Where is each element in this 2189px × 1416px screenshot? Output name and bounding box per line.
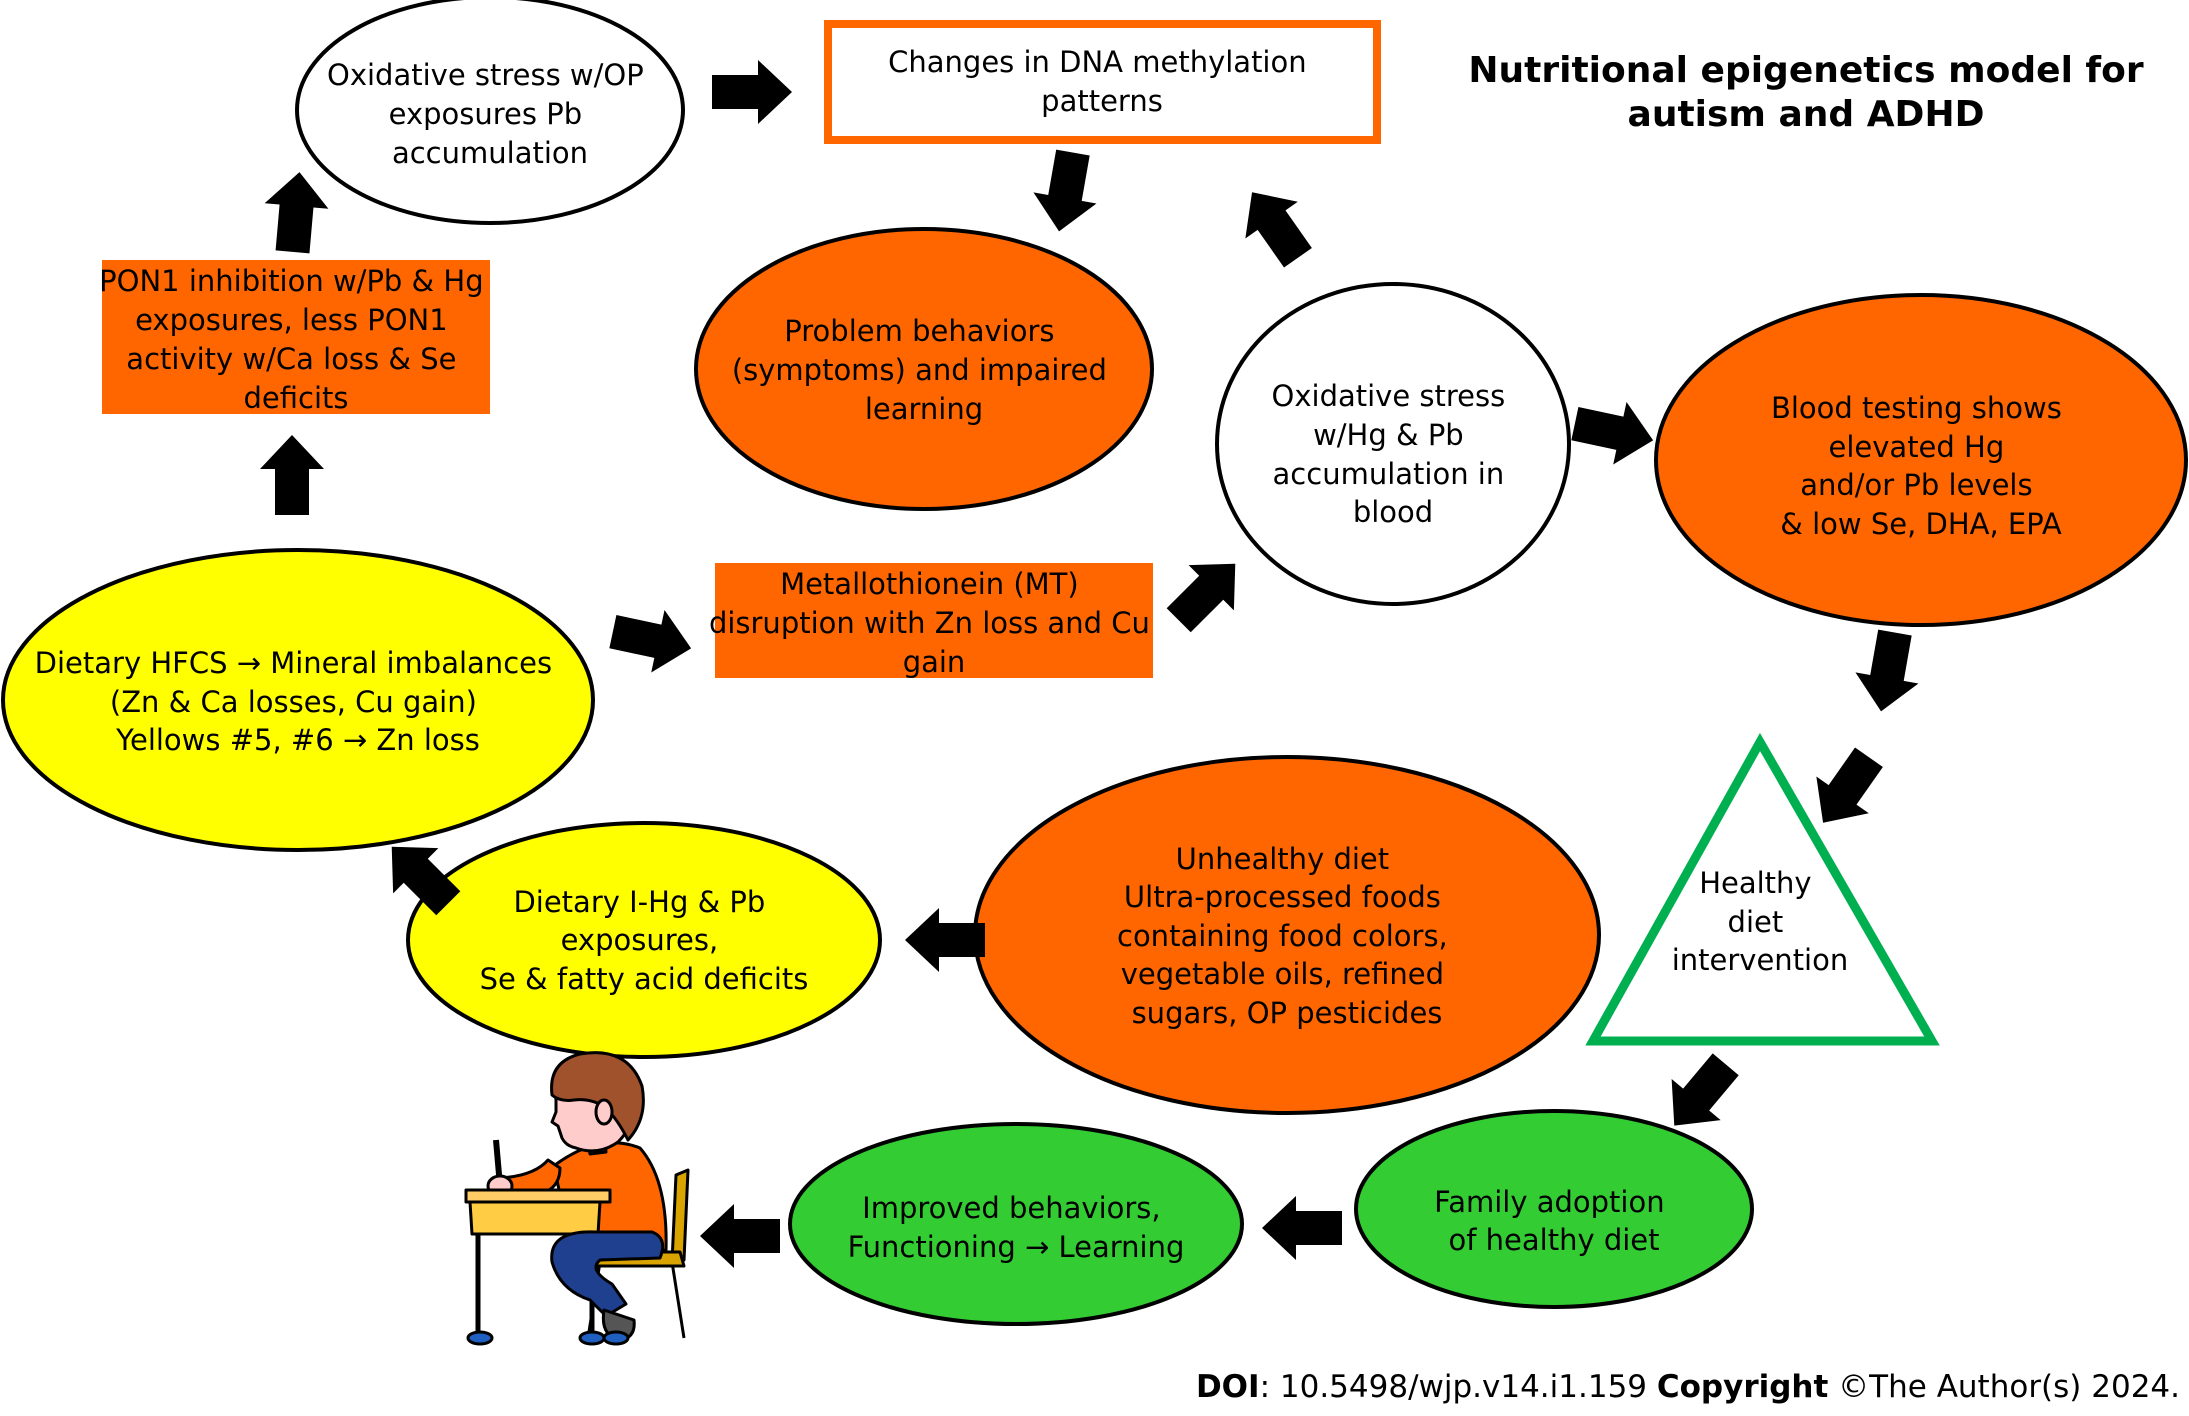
chair-leg-back xyxy=(670,1261,686,1339)
title-line-2: autism and ADHD xyxy=(1628,94,1985,135)
copyright-label: Copyright xyxy=(1657,1369,1829,1405)
doi-copyright-footer: DOI: 10.5498/wjp.v14.i1.159 Copyright ©T… xyxy=(1196,1369,2180,1405)
ellipse-blood-testing xyxy=(1654,293,2188,627)
ellipse-oxidative-op xyxy=(295,0,685,225)
node-oxidative-op: Oxidative stress w/OP exposures Pb accum… xyxy=(295,0,685,225)
ellipse-problem-behaviors xyxy=(694,227,1154,511)
text-improved-behaviors: Improved behaviors, Functioning → Learni… xyxy=(848,1191,1185,1264)
text-oxidative-blood: Oxidative stress w/Hg & Pb accumulation … xyxy=(1272,379,1515,529)
text-metallothionein: Metallothionein (MT) disruption with Zn … xyxy=(709,567,1159,679)
arrow-unhealthy-to-ihg xyxy=(905,908,985,972)
node-dietary-ihg: Dietary I-Hg & Pb exposures, Se & fatty … xyxy=(406,821,882,1059)
student-hair xyxy=(550,1051,645,1142)
node-improved-behaviors: Improved behaviors, Functioning → Learni… xyxy=(788,1122,1244,1326)
doi-value: : 10.5498/wjp.v14.i1.159 xyxy=(1260,1369,1657,1405)
text-dna-methylation: Changes in DNA methylation patterns xyxy=(888,45,1316,118)
arrow-mt-to-oxidative-blood xyxy=(1156,541,1258,643)
text-unhealthy-diet: Unhealthy diet Ultra-processed foods con… xyxy=(1117,842,1457,1030)
node-dietary-hfcs: Dietary HFCS → Mineral imbalances (Zn & … xyxy=(1,548,595,852)
box-metallothionein xyxy=(715,563,1153,678)
arrow-blood-oxidative-to-dna xyxy=(1225,173,1325,277)
node-pon1: PON1 inhibition w/Pb & Hg exposures, les… xyxy=(99,260,493,415)
box-pon1 xyxy=(102,260,490,414)
chair-foot xyxy=(602,1330,630,1346)
text-oxidative-op: Oxidative stress w/OP exposures Pb accum… xyxy=(327,58,653,170)
box-dna-methylation xyxy=(824,20,1381,144)
text-dietary-hfcs: Dietary HFCS → Mineral imbalances (Zn & … xyxy=(35,646,562,757)
node-blood-testing: Blood testing shows elevated Hg and/or P… xyxy=(1654,293,2188,627)
text-healthy-diet: Healthy diet intervention xyxy=(1672,866,1849,977)
node-unhealthy-diet: Unhealthy diet Ultra-processed foods con… xyxy=(973,755,1601,1115)
node-metallothionein: Metallothionein (MT) disruption with Zn … xyxy=(709,563,1159,679)
title-line-1: Nutritional epigenetics model for xyxy=(1468,50,2143,91)
text-family-adoption: Family adoption of healthy diet xyxy=(1434,1185,1674,1257)
text-pon1: PON1 inhibition w/Pb & Hg exposures, les… xyxy=(99,264,493,415)
triangle-healthy-diet xyxy=(1585,732,1940,1046)
arrow-improved-to-student xyxy=(700,1204,780,1268)
arrow-pon1-to-oxidative xyxy=(260,169,332,255)
arrow-oxidative-to-dna xyxy=(712,60,792,124)
student-legs xyxy=(550,1230,665,1318)
node-problem-behaviors: Problem behaviors (symptoms) and impaire… xyxy=(694,227,1154,511)
arrow-dna-to-problem xyxy=(1027,147,1105,237)
chair-back xyxy=(670,1168,690,1264)
diagram-title: Nutritional epigenetics model for autism… xyxy=(1468,50,2143,135)
text-problem-behaviors: Problem behaviors (symptoms) and impaire… xyxy=(732,314,1116,426)
desk-foot-left xyxy=(466,1330,494,1346)
doi-label: DOI xyxy=(1196,1369,1260,1405)
arrow-hfcs-to-pon1 xyxy=(260,435,324,515)
student-at-desk-illustration xyxy=(464,1051,690,1346)
arrow-testing-to-healthy xyxy=(1849,627,1927,717)
desk-foot-right xyxy=(578,1330,606,1346)
arrow-family-to-improved xyxy=(1262,1196,1342,1260)
ellipse-oxidative-blood xyxy=(1215,282,1571,606)
ellipse-family-adoption xyxy=(1354,1109,1754,1309)
desk-top xyxy=(464,1188,612,1204)
ellipse-dietary-ihg xyxy=(406,821,882,1059)
node-healthy-diet: Healthy diet intervention xyxy=(1585,732,1940,1046)
arrow-hfcs-to-mt xyxy=(606,600,698,680)
text-blood-testing: Blood testing shows elevated Hg and/or P… xyxy=(1771,391,2071,541)
node-family-adoption: Family adoption of healthy diet xyxy=(1354,1109,1754,1309)
node-dna-methylation: Changes in DNA methylation patterns xyxy=(824,20,1381,144)
text-dietary-ihg: Dietary I-Hg & Pb exposures, Se & fatty … xyxy=(480,885,809,996)
ellipse-improved-behaviors xyxy=(788,1122,1244,1326)
ellipse-dietary-hfcs xyxy=(1,548,595,852)
arrow-oxidative-to-blood-testing xyxy=(1568,392,1660,472)
copyright-value: ©The Author(s) 2024. xyxy=(1828,1369,2180,1405)
student-ear xyxy=(594,1098,614,1126)
node-oxidative-blood: Oxidative stress w/Hg & Pb accumulation … xyxy=(1215,282,1571,606)
desk-box xyxy=(468,1200,602,1236)
